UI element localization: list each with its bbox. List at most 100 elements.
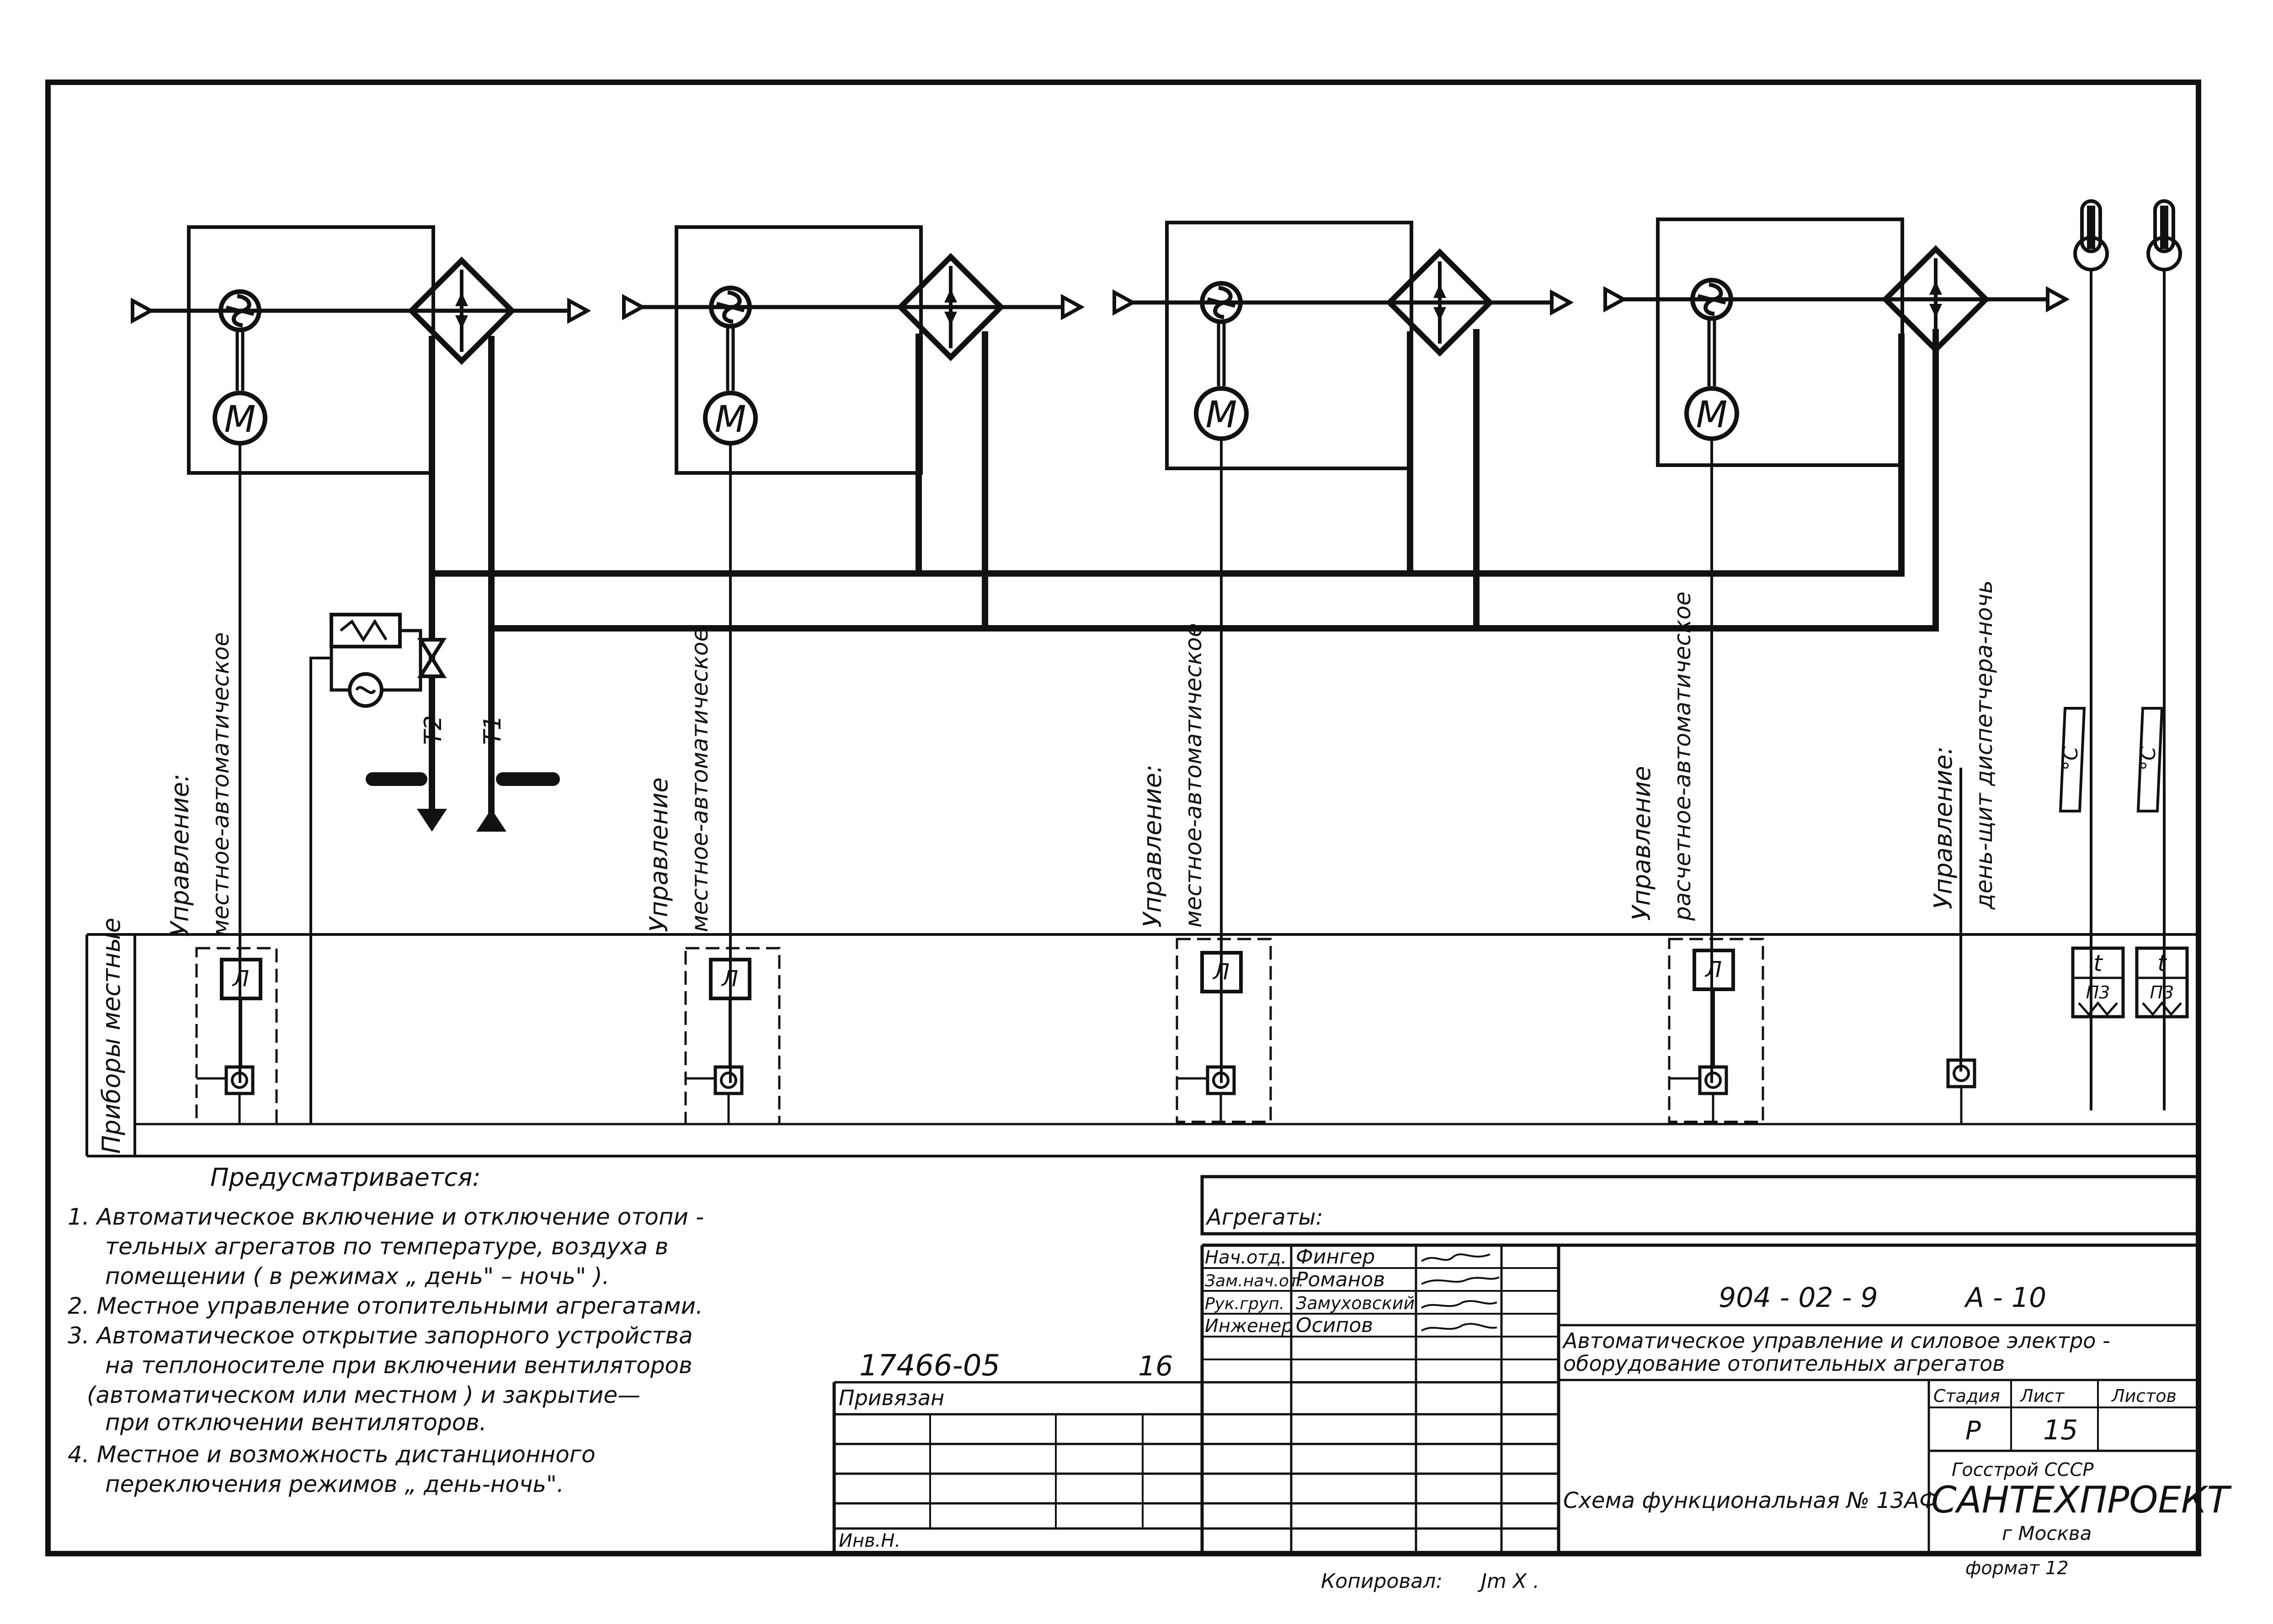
supply-pipe-label: Т1: [479, 715, 506, 745]
day-night-control-mode: день-щит диспетчера-ночь: [1971, 580, 1997, 910]
note-line: тельных агрегатов по температуре, воздух…: [105, 1233, 668, 1260]
day-night-control-title: Управление:: [1929, 746, 1958, 909]
heating-unit-1: М: [133, 225, 587, 475]
supply-arrow-icon: [476, 809, 506, 832]
org-name: САНТЕХПРОЕКТ: [1931, 1479, 2232, 1521]
org-top: Госстрой СССР: [1952, 1459, 2094, 1481]
unit3-local-panel: Л: [1176, 938, 1272, 1124]
stage-value: Р: [1965, 1416, 1981, 1446]
row-label: Приборы местные: [97, 918, 126, 1154]
aggregates-label: Агрегаты:: [1205, 1205, 1323, 1230]
relay-label: Л: [1704, 957, 1722, 982]
pipe-connections: Т2 Т1: [366, 715, 560, 832]
sheet-code: А - 10: [1964, 1282, 2046, 1314]
air-inlet-arrow: [1114, 292, 1133, 313]
air-outlet-arrow: [2048, 289, 2066, 309]
note-line: помещении ( в режимах „ день" – ночь" ).: [105, 1263, 610, 1290]
unit4-control-title: Управление: [1627, 766, 1656, 921]
copied-signature: Jm X .: [1477, 1570, 1539, 1593]
drawing-title-line-1: Автоматическое управление и силовое элек…: [1562, 1328, 2110, 1353]
switch-icon: [720, 1072, 737, 1089]
note-line: 2. Местное управление отопительными агре…: [68, 1293, 703, 1319]
local-instruments-row: Приборы местные: [85, 918, 2196, 1157]
sheet-frame: [45, 80, 2201, 1556]
sheet-label: Лист: [2019, 1386, 2065, 1406]
switch-icon: [1704, 1072, 1722, 1089]
relay-label: Л: [232, 966, 249, 992]
instrument-bottom-label: П3: [2086, 982, 2110, 1003]
sheets-label: Листов: [2111, 1386, 2177, 1406]
heating-unit-2: М: [624, 225, 1081, 475]
switch-icon: [231, 1072, 248, 1089]
thermometer-icon: [2080, 199, 2102, 253]
relay-label: Л: [721, 966, 738, 992]
org-city: г Москва: [2002, 1522, 2092, 1544]
signatures: [1421, 1253, 1500, 1332]
thermometer-icon: [2153, 199, 2175, 253]
unit1-local-panel: Л: [195, 947, 278, 1125]
staff-name: Романов: [1296, 1268, 1385, 1291]
drawing-title-line-2: оборудование отопительных агрегатов: [1563, 1351, 2005, 1376]
heat-carrier-piping: [429, 329, 1939, 740]
note-line: переключения режимов „ день-ночь".: [105, 1471, 564, 1497]
note-line: при отключении вентиляторов.: [105, 1409, 487, 1436]
sensor1-unit: °С: [2059, 746, 2082, 770]
inv-label: Инв.Н.: [839, 1530, 900, 1551]
staff-role: Зам.нач.от.: [1205, 1272, 1304, 1290]
relay-label: Л: [1212, 959, 1230, 985]
unit4-control-mode: расчетное-автоматическое: [1669, 591, 1696, 921]
motor-label: М: [224, 398, 256, 440]
shutoff-valve: [309, 613, 447, 1124]
scheme-name: Схема функциональная № 13АФ: [1563, 1488, 1938, 1513]
motor-label: М: [714, 398, 746, 440]
unit1-control-title: Управление:: [165, 774, 194, 937]
note-line: (автоматическом или местном ) и закрытие…: [87, 1382, 640, 1408]
air-outlet-arrow: [569, 301, 587, 321]
project-code: 904 - 02 - 9: [1719, 1282, 1878, 1314]
temperature-sensor-2: °С: [2136, 199, 2182, 1110]
reference-number: 17466-05: [859, 1349, 1000, 1383]
unit1-control-mode: местное-автоматическое: [208, 632, 234, 937]
motor-label: М: [1205, 393, 1237, 436]
switch-box: [713, 1065, 744, 1095]
copied-label: Копировал:: [1321, 1570, 1443, 1593]
unit-housing: [1656, 218, 1904, 467]
stage-label: Стадия: [1933, 1386, 2000, 1406]
unit4-local-panel: Л: [1668, 938, 1764, 1124]
notes-block: Предусматривается: 1. Автоматическое вкл…: [68, 1163, 704, 1497]
staff-role: Нач.отд.: [1205, 1247, 1287, 1268]
switch-icon: [1212, 1072, 1230, 1089]
notes-heading: Предусматривается:: [210, 1163, 481, 1192]
instrument-top-label: t: [2093, 950, 2103, 977]
switch-icon: [1953, 1065, 1970, 1082]
unit3-control-mode: местное-автоматическое: [1180, 623, 1207, 928]
heating-unit-4: М: [1605, 218, 2066, 467]
thermostat-scale: [2059, 707, 2086, 812]
thermostat-instrument-1: t П3: [2071, 946, 2125, 1019]
note-line: 4. Местное и возможность дистанционного: [68, 1441, 596, 1468]
note-line: 3. Автоматическое открытие запорного уст…: [68, 1322, 693, 1349]
control-labels: Управление: местное-автоматическое Управ…: [165, 580, 1997, 937]
unit3-control-title: Управление:: [1138, 764, 1167, 928]
unit2-control-mode: местное-автоматическое: [687, 628, 713, 932]
air-inlet-arrow: [624, 297, 642, 317]
air-inlet-arrow: [1605, 289, 1624, 309]
note-line: 1. Автоматическое включение и отключение…: [68, 1204, 704, 1230]
staff-name: Фингер: [1296, 1245, 1375, 1268]
note-line: на теплоносителе при включении вентилято…: [105, 1352, 692, 1379]
staff-role: Рук.груп.: [1205, 1295, 1284, 1313]
control-lines: [239, 439, 1962, 1083]
air-inlet-arrow: [133, 301, 151, 321]
unit2-control-title: Управление: [644, 777, 673, 932]
motor-label: М: [1696, 393, 1727, 436]
air-outlet-arrow: [1552, 292, 1570, 313]
staff-name: Замуховский: [1296, 1293, 1415, 1313]
title-block: Агрегаты: Нач.отд. Зам.нач.от.: [832, 1175, 2232, 1593]
return-arrow-icon: [417, 809, 447, 832]
reference-sheet: 16: [1138, 1350, 1173, 1382]
instrument-bottom-label: П3: [2150, 982, 2174, 1003]
heating-unit-3: М: [1114, 221, 1570, 470]
air-outlet-arrow: [1063, 297, 1081, 317]
